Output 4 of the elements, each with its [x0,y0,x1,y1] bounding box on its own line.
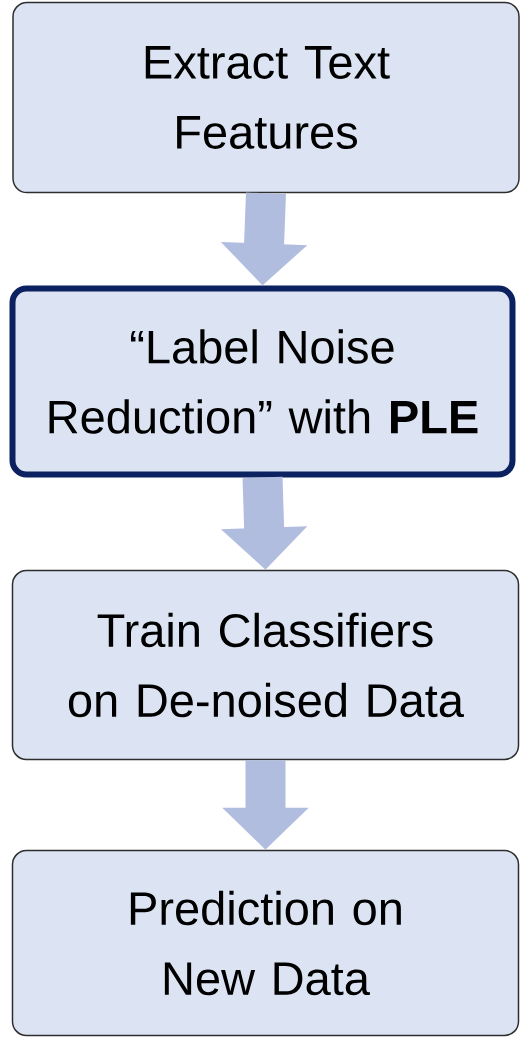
process-box: Prediction on New Data [11,849,520,1037]
process-box: Train Classifiers on De-noised Data [11,569,520,761]
process-box: Extract Text Features [12,1,520,194]
process-box: “Label Noise Reduction” with PLE [9,285,516,478]
